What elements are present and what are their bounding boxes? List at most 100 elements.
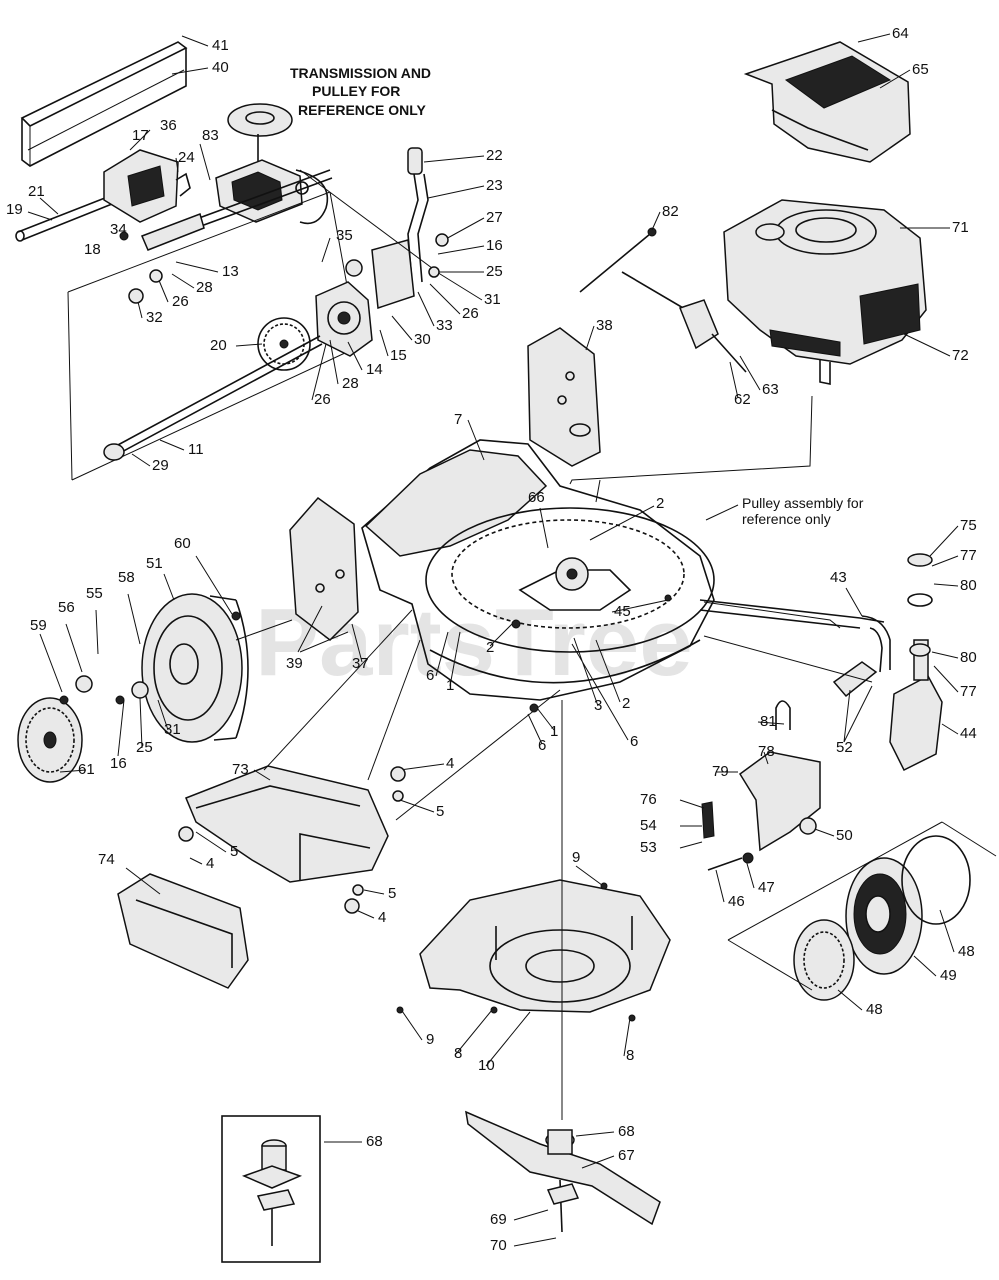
callout-24: 24: [178, 149, 195, 166]
deck-baffle: [419, 879, 671, 1013]
callout-59: 59: [30, 617, 47, 634]
reference-box: [67, 191, 361, 481]
callout-77b: 77: [960, 683, 977, 700]
callout-37: 37: [352, 655, 369, 672]
callout-48a: 48: [958, 943, 975, 960]
callout-67: 67: [618, 1147, 635, 1164]
callout-26c: 26: [314, 391, 331, 408]
callout-68-inset: 68: [366, 1133, 383, 1150]
transmission-note-line2: PULLEY FOR: [312, 83, 400, 99]
callout-15: 15: [390, 347, 407, 364]
callout-26: 26: [172, 293, 189, 310]
callout-21: 21: [28, 183, 45, 200]
engine: [723, 199, 927, 385]
callout-2c: 2: [622, 695, 630, 712]
callout-arrows: [27, 33, 959, 1247]
callout-28b: 28: [342, 375, 359, 392]
front-axle: [699, 599, 891, 698]
callout-52: 52: [836, 739, 853, 756]
transmission-note-line3: REFERENCE ONLY: [298, 102, 427, 118]
callout-66: 66: [528, 489, 545, 506]
callout-17: 17: [132, 127, 149, 144]
callout-73: 73: [232, 761, 249, 778]
deck-side-plate: [289, 496, 359, 641]
front-wheel-bracket: [889, 553, 943, 772]
callout-53: 53: [640, 839, 657, 856]
callout-16b: 16: [110, 755, 127, 772]
callout-6c: 6: [538, 737, 546, 754]
callout-5b: 5: [230, 843, 238, 860]
discharge-chute: [185, 765, 389, 883]
callout-55: 55: [86, 585, 103, 602]
transmission-note-line1: TRANSMISSION AND: [290, 65, 431, 81]
lower-axle: [103, 335, 323, 461]
callout-65: 65: [912, 61, 929, 78]
callout-7: 7: [454, 411, 462, 428]
callout-68: 68: [618, 1123, 635, 1140]
hubcap: [17, 697, 83, 783]
callout-5c: 5: [388, 885, 396, 902]
callout-22: 22: [486, 147, 503, 164]
callout-51: 51: [146, 555, 163, 572]
callout-75: 75: [960, 517, 977, 534]
rear-wheel: [141, 593, 249, 743]
callout-46: 46: [728, 893, 745, 910]
handle-rail: [20, 41, 188, 167]
callout-13: 13: [222, 263, 239, 280]
callout-8a: 8: [454, 1045, 462, 1062]
callout-9a: 9: [572, 849, 580, 866]
callout-26b: 26: [462, 305, 479, 322]
callout-16: 16: [486, 237, 503, 254]
callout-33: 33: [436, 317, 453, 334]
callout-48b: 48: [866, 1001, 883, 1018]
callout-29: 29: [152, 457, 169, 474]
callout-38: 38: [596, 317, 613, 334]
callout-1b: 1: [550, 723, 558, 740]
callout-39: 39: [286, 655, 303, 672]
shift-lever: [371, 147, 429, 310]
callout-28: 28: [196, 279, 213, 296]
mower-deck: [361, 439, 715, 701]
callout-36: 36: [160, 117, 177, 134]
mower-blade: [465, 1110, 661, 1233]
callout-32: 32: [146, 309, 163, 326]
callout-44: 44: [960, 725, 977, 742]
callout-80b: 80: [960, 649, 977, 666]
callout-18: 18: [84, 241, 101, 258]
callout-30: 30: [414, 331, 431, 348]
callout-25: 25: [486, 263, 503, 280]
callout-31: 31: [484, 291, 501, 308]
callout-72: 72: [952, 347, 969, 364]
callout-60: 60: [174, 535, 191, 552]
callout-64: 64: [892, 25, 909, 42]
callout-27: 27: [486, 209, 503, 226]
callout-2b: 2: [486, 639, 494, 656]
callout-47: 47: [758, 879, 775, 896]
pulley-note-line1: Pulley assembly for: [742, 495, 864, 511]
callout-6b: 6: [630, 733, 638, 750]
right-bracket-plate: [527, 327, 601, 467]
callout-58: 58: [118, 569, 135, 586]
callout-35: 35: [336, 227, 353, 244]
callout-61: 61: [78, 761, 95, 778]
callout-82: 82: [662, 203, 679, 220]
mulch-plug: [117, 873, 249, 989]
control-cable: [579, 227, 657, 293]
callout-69: 69: [490, 1211, 507, 1228]
callout-83: 83: [202, 127, 219, 144]
blade-adapter-inset: [221, 1115, 321, 1263]
callout-63: 63: [762, 381, 779, 398]
callout-25b: 25: [136, 739, 153, 756]
callout-71: 71: [952, 219, 969, 236]
callout-14: 14: [366, 361, 383, 378]
callout-80a: 80: [960, 577, 977, 594]
callout-31b: 31: [164, 721, 181, 738]
callout-77a: 77: [960, 547, 977, 564]
front-wheel: [727, 821, 997, 1001]
callout-9b: 9: [426, 1031, 434, 1048]
callout-40: 40: [212, 59, 229, 76]
callout-4a: 4: [446, 755, 454, 772]
callout-6a: 6: [426, 667, 434, 684]
callout-54: 54: [640, 817, 657, 834]
